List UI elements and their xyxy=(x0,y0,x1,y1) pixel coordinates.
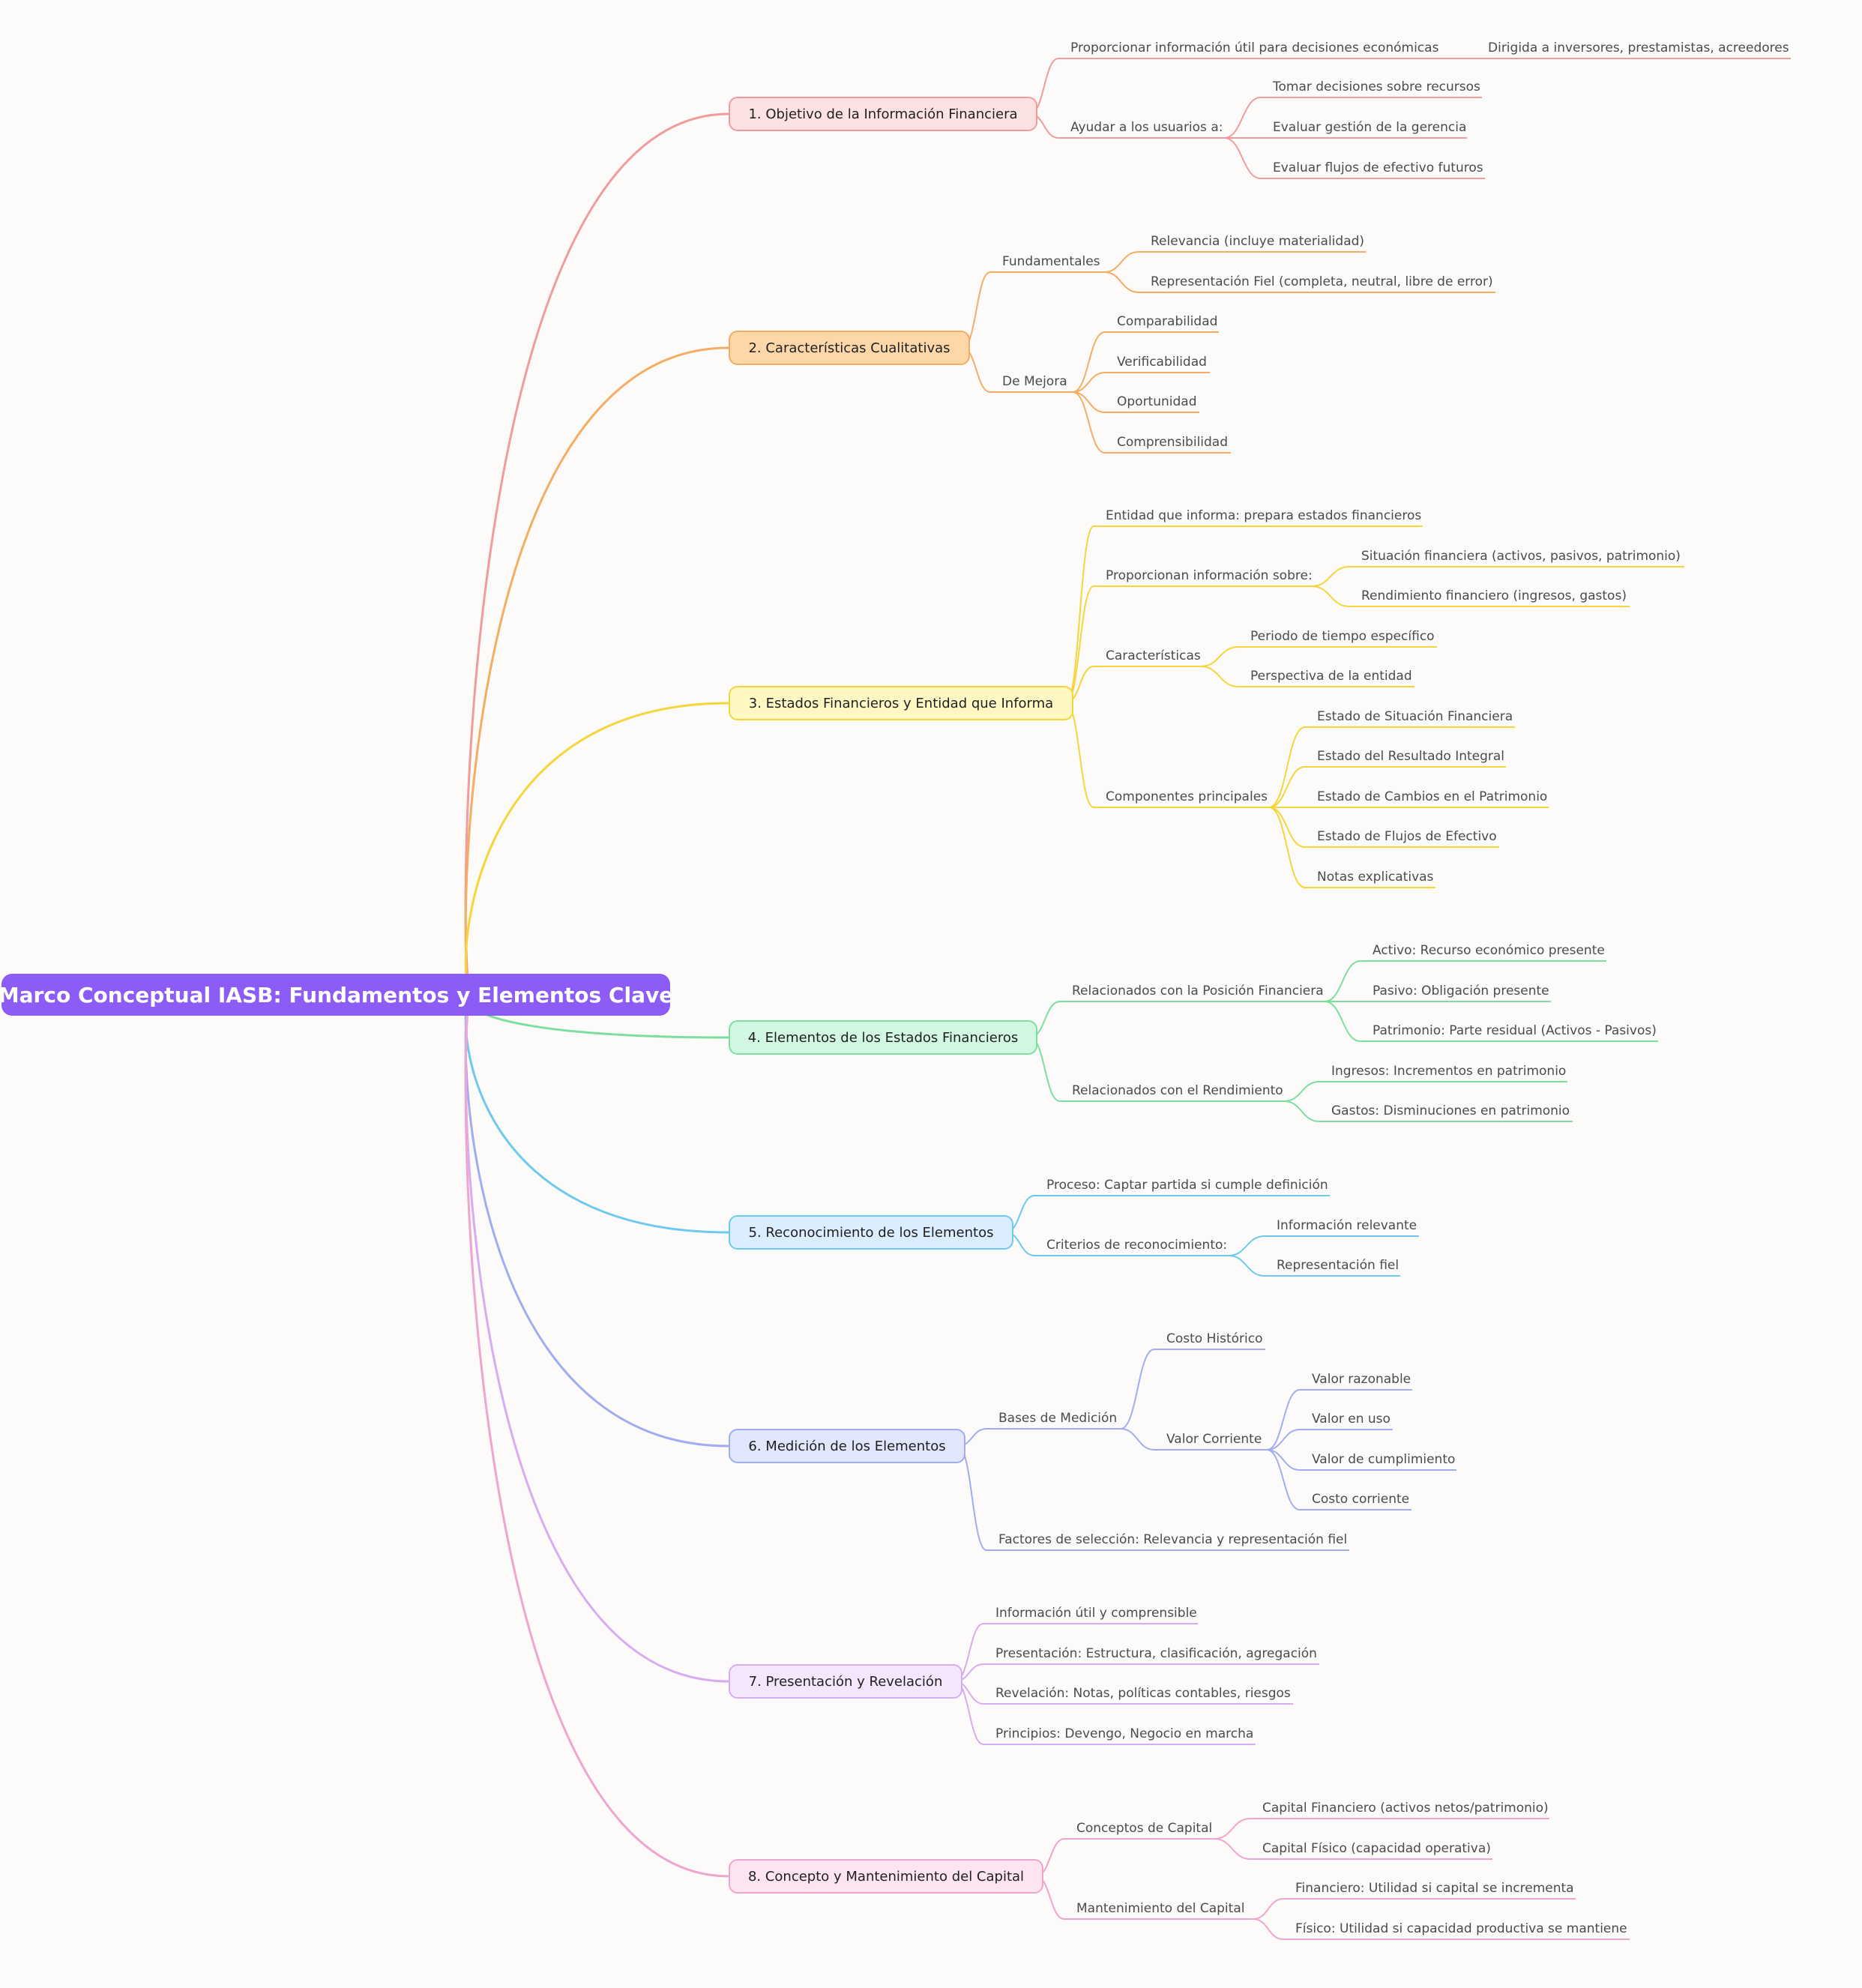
root-node[interactable]: Marco Conceptual IASB: Fundamentos y Ele… xyxy=(0,974,673,1016)
connector xyxy=(1120,1349,1155,1430)
connector xyxy=(1268,807,1306,888)
node-relacionados-con-la-posicion-financiera[interactable]: Relacionados con la Posición Financiera xyxy=(1072,984,1324,998)
node-tomar-decisiones-sobre-recursos[interactable]: Tomar decisiones sobre recursos xyxy=(1273,79,1480,94)
node-ayudar-a-los-usuarios-a[interactable]: Ayudar a los usuarios a: xyxy=(1070,120,1223,135)
branch-2-caracteristicas-cualitativas[interactable]: 2. Características Cualitativas xyxy=(729,331,970,365)
connector xyxy=(1072,372,1106,393)
connector xyxy=(1266,1429,1301,1451)
connector xyxy=(1253,1898,1284,1920)
branch-5-reconocimiento-de-los-elementos[interactable]: 5. Reconocimiento de los Elementos xyxy=(729,1215,1013,1250)
node-proceso-captar-partida-si-cumple-definic[interactable]: Proceso: Captar partida si cumple defini… xyxy=(1046,1178,1328,1193)
connector xyxy=(1223,137,1262,179)
node-fundamentales[interactable]: Fundamentales xyxy=(1002,254,1100,269)
connector xyxy=(1311,566,1350,587)
node-componentes-principales[interactable]: Componentes principales xyxy=(1106,789,1268,804)
branch-4-elementos-de-los-estados-financieros[interactable]: 4. Elementos de los Estados Financieros xyxy=(729,1020,1037,1055)
node-pasivo-obligacion-presente[interactable]: Pasivo: Obligación presente xyxy=(1373,984,1549,998)
connector xyxy=(1200,666,1239,687)
node-estado-de-flujos-de-efectivo[interactable]: Estado de Flujos de Efectivo xyxy=(1317,829,1497,844)
node-valor-en-uso[interactable]: Valor en uso xyxy=(1312,1412,1391,1427)
node-capital-financiero-activos-netos-patrimo[interactable]: Capital Financiero (activos netos/patrim… xyxy=(1262,1801,1549,1816)
node-presentacion-estructura-clasificacion-ag[interactable]: Presentación: Estructura, clasificación,… xyxy=(995,1646,1317,1661)
node-valor-corriente[interactable]: Valor Corriente xyxy=(1166,1432,1262,1447)
node-estado-del-resultado-integral[interactable]: Estado del Resultado Integral xyxy=(1317,749,1505,764)
node-conceptos-de-capital[interactable]: Conceptos de Capital xyxy=(1076,1821,1213,1836)
node-dirigida-a-inversores-prestamistas-acree[interactable]: Dirigida a inversores, prestamistas, acr… xyxy=(1488,40,1789,55)
connector xyxy=(1268,766,1306,808)
connector xyxy=(1324,1001,1361,1042)
node-proporcionan-informacion-sobre[interactable]: Proporcionan información sobre: xyxy=(1106,568,1313,583)
connector xyxy=(1214,1838,1251,1860)
node-estado-de-situacion-financiera[interactable]: Estado de Situación Financiera xyxy=(1317,709,1513,724)
branch-7-presentacion-y-revelacion[interactable]: 7. Presentación y Revelación xyxy=(729,1664,962,1699)
node-patrimonio-parte-residual-activos-pasivo[interactable]: Patrimonio: Parte residual (Activos - Pa… xyxy=(1373,1023,1657,1038)
node-costo-historico[interactable]: Costo Histórico xyxy=(1166,1331,1263,1346)
node-entidad-que-informa-prepara-estados-fina[interactable]: Entidad que informa: prepara estados fin… xyxy=(1106,508,1422,523)
node-costo-corriente[interactable]: Costo corriente xyxy=(1312,1492,1410,1507)
connector xyxy=(1283,1081,1320,1102)
node-activo-recurso-economico-presente[interactable]: Activo: Recurso económico presente xyxy=(1373,943,1605,958)
branch-3-estados-financieros-y-entidad-que-info[interactable]: 3. Estados Financieros y Entidad que Inf… xyxy=(729,686,1073,720)
branch-1-objetivo-de-la-informacion-financiera[interactable]: 1. Objetivo de la Información Financiera xyxy=(729,97,1037,131)
connector xyxy=(1214,1818,1251,1840)
connector xyxy=(1228,1235,1265,1256)
node-informacion-relevante[interactable]: Información relevante xyxy=(1277,1218,1417,1233)
node-perspectiva-de-la-entidad[interactable]: Perspectiva de la entidad xyxy=(1250,669,1412,684)
node-valor-razonable[interactable]: Valor razonable xyxy=(1312,1372,1411,1387)
node-verificabilidad[interactable]: Verificabilidad xyxy=(1117,355,1207,370)
branch-6-medicion-de-los-elementos[interactable]: 6. Medición de los Elementos xyxy=(729,1429,965,1463)
node-comprensibilidad[interactable]: Comprensibilidad xyxy=(1117,435,1229,450)
connector xyxy=(1324,960,1361,1002)
node-informacion-util-y-comprensible[interactable]: Información útil y comprensible xyxy=(995,1606,1197,1621)
node-de-mejora[interactable]: De Mejora xyxy=(1002,374,1067,389)
connector xyxy=(1228,1255,1265,1277)
node-evaluar-gestion-de-la-gerencia[interactable]: Evaluar gestión de la gerencia xyxy=(1273,120,1467,135)
node-ingresos-incrementos-en-patrimonio[interactable]: Ingresos: Incrementos en patrimonio xyxy=(1331,1064,1567,1079)
node-oportunidad[interactable]: Oportunidad xyxy=(1117,394,1197,409)
node-periodo-de-tiempo-especifico[interactable]: Periodo de tiempo específico xyxy=(1250,629,1435,644)
connector xyxy=(1103,251,1139,273)
connector xyxy=(1268,807,1306,848)
connector xyxy=(1120,1428,1155,1451)
node-fisico-utilidad-si-capacidad-productiva-[interactable]: Físico: Utilidad si capacidad productiva… xyxy=(1295,1921,1627,1936)
node-criterios-de-reconocimiento[interactable]: Criterios de reconocimiento: xyxy=(1046,1238,1228,1253)
node-mantenimiento-del-capital[interactable]: Mantenimiento del Capital xyxy=(1076,1901,1245,1916)
node-relacionados-con-el-rendimiento[interactable]: Relacionados con el Rendimiento xyxy=(1072,1083,1283,1098)
connector xyxy=(1072,391,1106,454)
node-rendimiento-financiero-ingresos-gastos[interactable]: Rendimiento financiero (ingresos, gastos… xyxy=(1361,588,1627,603)
branch-8-concepto-y-mantenimiento-del-capital[interactable]: 8. Concepto y Mantenimiento del Capital xyxy=(729,1859,1043,1894)
node-representacion-fiel-completa-neutral-lib[interactable]: Representación Fiel (completa, neutral, … xyxy=(1151,274,1493,289)
node-revelacion-notas-politicas-contables-rie[interactable]: Revelación: Notas, políticas contables, … xyxy=(995,1686,1291,1701)
connector xyxy=(1253,1918,1284,1940)
connector xyxy=(1268,726,1306,808)
node-caracteristicas[interactable]: Características xyxy=(1106,648,1201,663)
connector xyxy=(1103,271,1139,293)
node-bases-de-medicion[interactable]: Bases de Medición xyxy=(998,1411,1118,1426)
connector xyxy=(1283,1100,1320,1122)
connector xyxy=(1072,331,1106,393)
node-principios-devengo-negocio-en-marcha[interactable]: Principios: Devengo, Negocio en marcha xyxy=(995,1726,1254,1741)
connector xyxy=(1200,646,1239,667)
node-financiero-utilidad-si-capital-se-increm[interactable]: Financiero: Utilidad si capital se incre… xyxy=(1295,1881,1574,1896)
node-comparabilidad[interactable]: Comparabilidad xyxy=(1117,314,1218,329)
connector xyxy=(1266,1389,1301,1451)
node-estado-de-cambios-en-el-patrimonio[interactable]: Estado de Cambios en el Patrimonio xyxy=(1317,789,1548,804)
node-proporcionar-informacion-util-para-decis[interactable]: Proporcionar información útil para decis… xyxy=(1070,40,1439,55)
root-connector xyxy=(464,993,729,1878)
node-situacion-financiera-activos-pasivos-pat[interactable]: Situación financiera (activos, pasivos, … xyxy=(1361,549,1681,564)
node-representacion-fiel[interactable]: Representación fiel xyxy=(1277,1258,1399,1273)
node-capital-fisico-capacidad-operativa[interactable]: Capital Físico (capacidad operativa) xyxy=(1262,1841,1491,1856)
node-notas-explicativas[interactable]: Notas explicativas xyxy=(1317,870,1434,885)
node-relevancia-incluye-materialidad[interactable]: Relevancia (incluye materialidad) xyxy=(1151,234,1365,249)
node-gastos-disminuciones-en-patrimonio[interactable]: Gastos: Disminuciones en patrimonio xyxy=(1331,1103,1570,1118)
connector xyxy=(1311,585,1350,607)
connector xyxy=(1266,1449,1301,1510)
node-valor-de-cumplimiento[interactable]: Valor de cumplimiento xyxy=(1312,1452,1456,1467)
node-factores-de-seleccion-relevancia-y-repre[interactable]: Factores de selección: Relevancia y repr… xyxy=(998,1532,1348,1547)
node-evaluar-flujos-de-efectivo-futuros[interactable]: Evaluar flujos de efectivo futuros xyxy=(1273,160,1483,175)
connector xyxy=(1223,97,1262,139)
